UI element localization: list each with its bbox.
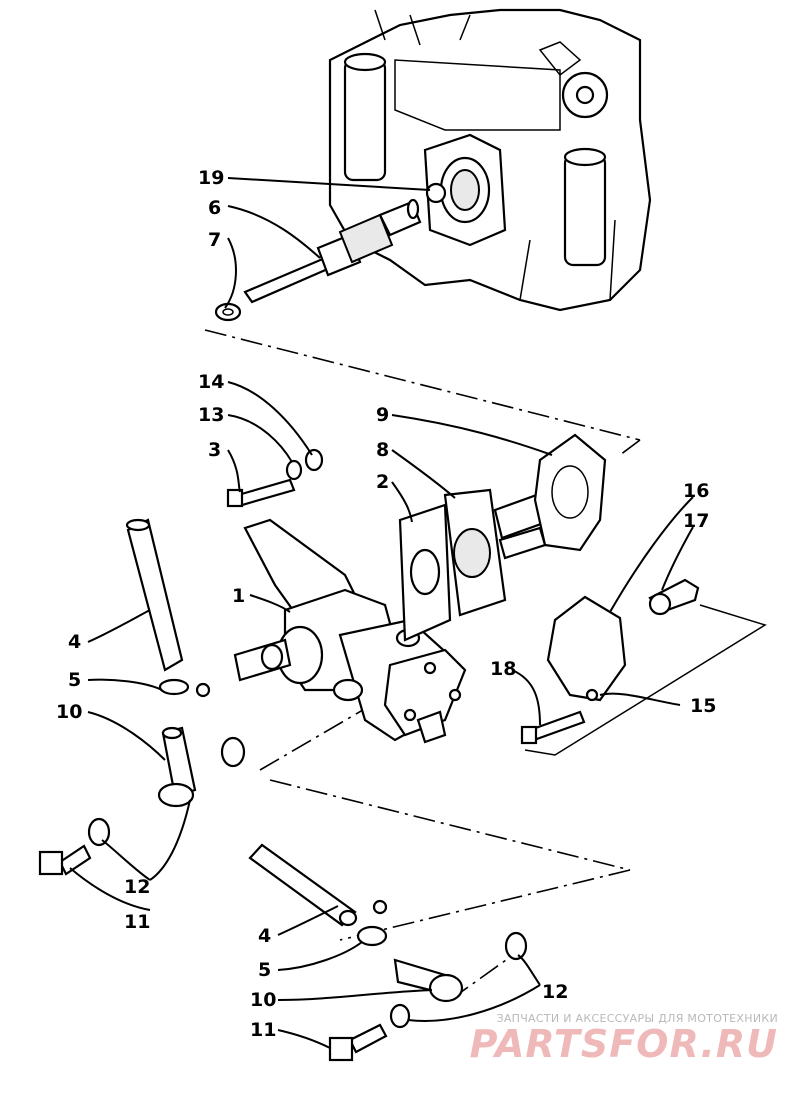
callout-4-upper: 4 [68,631,81,653]
callout-5-lower: 5 [258,959,271,981]
banjo-fitting-upper [38,726,246,876]
hose-fitting-lower [248,843,528,1062]
callout-15: 15 [690,695,716,717]
callout-18: 18 [490,658,516,680]
watermark-tagline: ЗАПЧАСТИ И АКСЕССУАРЫ ДЛЯ МОТОТЕХНИКИ [496,1012,778,1025]
leader-lines [69,177,694,1049]
callout-14: 14 [198,371,224,393]
callout-17: 17 [683,510,709,532]
callout-1: 1 [232,585,245,607]
callout-12-lower: 12 [542,981,568,1003]
cover-plate-group [520,578,767,756]
hose-upper [125,518,211,698]
watermark-logo: PARTSFOR.RU [469,1022,778,1066]
callout-3: 3 [208,439,221,461]
callout-7: 7 [208,229,221,251]
callout-8: 8 [376,439,389,461]
callout-10-upper: 10 [56,701,82,723]
shaft-assembly [214,198,422,322]
callout-11-upper: 11 [124,911,150,933]
callout-13: 13 [198,404,224,426]
callout-4-lower: 4 [258,925,271,947]
callout-labels: 19 6 7 14 13 3 9 8 2 16 17 1 4 18 5 15 1… [56,167,716,1041]
callout-16: 16 [683,480,709,502]
callout-6: 6 [208,197,221,219]
oil-pump-assembly [226,433,607,744]
callout-11-lower: 11 [250,1019,276,1041]
callout-12-upper: 12 [124,876,150,898]
engine-block [328,8,652,312]
callout-5-upper: 5 [68,669,81,691]
callout-9: 9 [376,404,389,426]
callout-10-lower: 10 [250,989,276,1011]
callout-2: 2 [376,471,389,493]
callout-19: 19 [198,167,224,189]
